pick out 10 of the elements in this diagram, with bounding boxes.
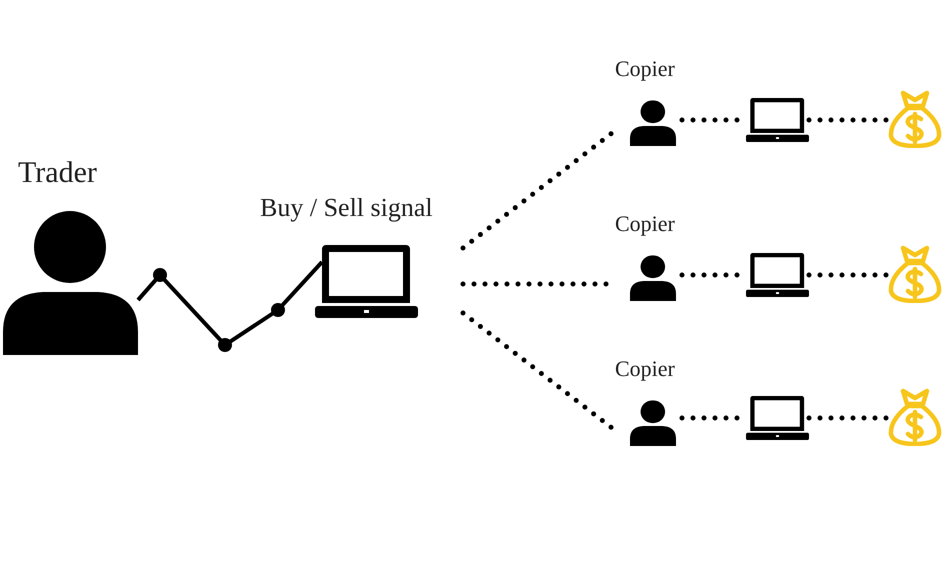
node-label: Trader: [18, 158, 97, 188]
node-label: Buy / Sell signal: [260, 195, 433, 221]
dotted-connector: [460, 130, 614, 250]
dotted-connector: [806, 118, 890, 122]
dotted-connector: [460, 310, 614, 430]
dotted-connector: [806, 416, 890, 420]
dotted-connector: [806, 272, 890, 278]
node-label: Copier: [615, 58, 675, 80]
node-label: Copier: [615, 213, 675, 235]
node-label: Copier: [615, 358, 675, 380]
